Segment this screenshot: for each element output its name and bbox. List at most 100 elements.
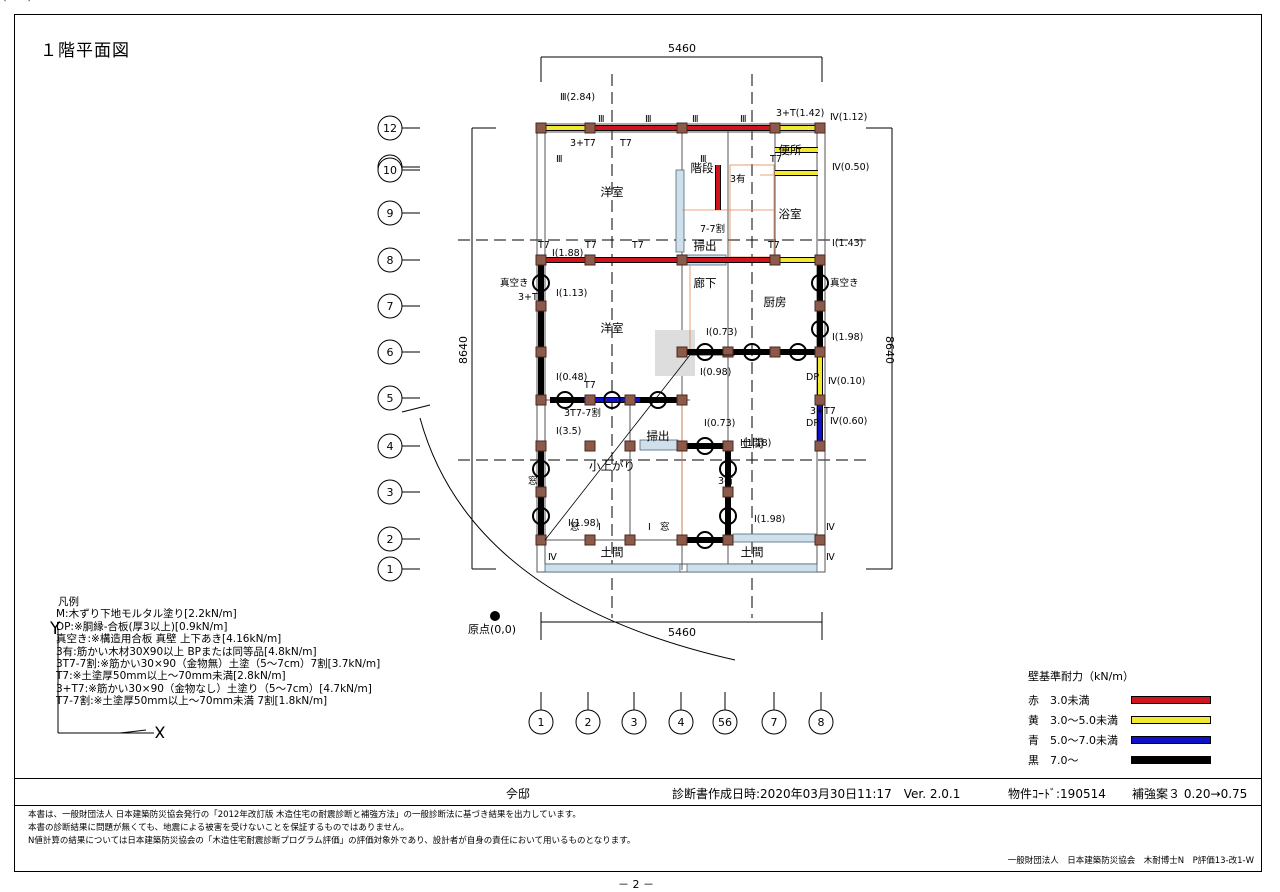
grid-row-markers: 121110987654321 bbox=[377, 115, 420, 582]
legend: 凡例 M:木ずり下地モルタル塗り[2.2kN/m]DP:※胴縁-合板(厚3以上)… bbox=[56, 596, 380, 708]
floor-plan: 5460 5460 8640 8640 121110987654321 1234… bbox=[0, 0, 896, 735]
wall-label: Ⅳ(0.60) bbox=[830, 416, 867, 427]
grid-col-marker bbox=[575, 709, 601, 735]
footer-code: 物件ｺｰﾄﾞ:190514 bbox=[1008, 787, 1106, 801]
grid-col-label: 3 bbox=[631, 716, 638, 729]
grid-col-marker bbox=[621, 709, 647, 735]
strength-legend-label: 赤 3.0未満 bbox=[1028, 694, 1090, 707]
post bbox=[676, 346, 688, 358]
strength-legend-item: 赤 3.0未満 bbox=[1028, 690, 1211, 710]
brace-marker bbox=[719, 507, 737, 525]
wall-label: 窓 bbox=[528, 475, 538, 487]
strength-legend-label: 黄 3.0～5.0未満 bbox=[1028, 714, 1118, 727]
strength-legend-swatch bbox=[1131, 716, 1211, 724]
strength-legend: 壁基準耐力（kN/m） 赤 3.0未満黄 3.0～5.0未満青 5.0～7.0未… bbox=[1028, 668, 1211, 770]
room-label: 掃出 bbox=[694, 239, 717, 253]
grid-row-label: 4 bbox=[387, 440, 394, 453]
footer-date: 診断書作成日時:2020年03月30日11:17 Ver. 2.0.1 bbox=[672, 787, 961, 801]
note-3: N値計算の結果については日本建築防災協会の「木造住宅耐震診断プログラム評価」の評… bbox=[28, 836, 636, 846]
post bbox=[769, 346, 781, 358]
strength-legend-item: 青 5.0～7.0未満 bbox=[1028, 730, 1211, 750]
wall-label: 7-7割 bbox=[700, 223, 725, 235]
wall-label: 窓 bbox=[660, 521, 670, 533]
strength-legend-label: 黒 7.0～ bbox=[1028, 754, 1079, 767]
post bbox=[535, 534, 547, 546]
post bbox=[814, 440, 826, 452]
wall-label: Ⅲ bbox=[645, 114, 652, 125]
post bbox=[535, 346, 547, 358]
grid-row-label: 2 bbox=[387, 533, 394, 546]
post bbox=[584, 254, 596, 266]
brace-marker bbox=[789, 343, 807, 361]
grid-col-label: 2 bbox=[585, 716, 592, 729]
wall-label: 真空き bbox=[500, 277, 529, 289]
axis-indicator: Y X bbox=[49, 619, 166, 738]
legend-title: 凡例 bbox=[58, 596, 79, 608]
axis-y-label: Y bbox=[49, 619, 61, 639]
post bbox=[535, 122, 547, 134]
room-label: 土間 bbox=[601, 545, 624, 559]
strength-legend-item: 黄 3.0～5.0未満 bbox=[1028, 710, 1211, 730]
origin-label: 原点(0,0) bbox=[468, 623, 516, 636]
brace-marker bbox=[532, 507, 550, 525]
wall-label: Ⅳ bbox=[826, 552, 835, 563]
brace-marker bbox=[532, 274, 550, 292]
strength-legend-label: 青 5.0～7.0未満 bbox=[1028, 734, 1118, 747]
legend-item: T7-7割:※土塗厚50mm以上～70mm未満 7割[1.8kN/m] bbox=[56, 695, 328, 708]
strength-legend-swatch bbox=[1131, 696, 1211, 704]
wall-label: Ⅳ(0.50) bbox=[832, 162, 869, 173]
post bbox=[584, 394, 596, 406]
brace-marker bbox=[811, 274, 829, 292]
wall-label: Ⅰ(1.98) bbox=[832, 332, 863, 343]
post bbox=[722, 440, 734, 452]
drawing-sheet bbox=[14, 14, 1262, 872]
footer-name: 𫝆邸 bbox=[506, 787, 531, 801]
legend-item: M:木ずり下地モルタル塗り[2.2kN/m] bbox=[56, 608, 237, 621]
post bbox=[769, 254, 781, 266]
post bbox=[722, 346, 734, 358]
post bbox=[584, 534, 596, 546]
post bbox=[584, 440, 596, 452]
dimension-lines bbox=[471, 56, 893, 640]
room-label: 洋室 bbox=[601, 185, 624, 199]
grid-row-label: 5 bbox=[387, 392, 394, 405]
footer-plan: 補強案３ 0.20→0.75 bbox=[1132, 787, 1248, 801]
wall-label: Ⅰ(1.98) bbox=[754, 514, 785, 525]
wall-label: Ⅰ(1.98) bbox=[568, 518, 599, 529]
wall-label: Ⅰ(1.88) bbox=[552, 248, 583, 259]
wall-label: Ⅰ bbox=[598, 522, 601, 533]
grid-row-label: 12 bbox=[383, 122, 397, 135]
brace-diagonals bbox=[544, 354, 735, 541]
wall-label: T7 bbox=[631, 240, 644, 251]
brace-marker bbox=[532, 460, 550, 478]
wall-label: Ⅲ(2.84) bbox=[560, 92, 595, 103]
grid-col-label: 8 bbox=[818, 716, 825, 729]
grid-col-marker bbox=[808, 709, 834, 735]
wall-label: Ⅳ(1.12) bbox=[830, 112, 867, 123]
post bbox=[535, 300, 547, 312]
footer-notes: 本書は、一般財団法人 日本建築防災協会発行の「2012年改訂版 木造住宅の耐震診… bbox=[28, 809, 635, 848]
post bbox=[676, 440, 688, 452]
post bbox=[535, 394, 547, 406]
wall-label: Ⅰ(1.18) bbox=[740, 438, 771, 449]
swing-arc bbox=[419, 417, 736, 661]
wall-label: T7 bbox=[583, 380, 596, 391]
wall-label: 3T7-7割 bbox=[564, 407, 601, 419]
posts bbox=[535, 122, 826, 546]
post bbox=[769, 122, 781, 134]
wall-label: 真空き bbox=[830, 277, 859, 289]
wall-label: Ⅲ bbox=[740, 114, 747, 125]
strength-legend-item: 黒 7.0～ bbox=[1028, 750, 1211, 770]
legend-item: 真空き:※構造用合板 真壁 上下あき[4.16kN/m] bbox=[56, 633, 282, 646]
room-label: 厨房 bbox=[764, 295, 787, 309]
wall-label: T7 bbox=[537, 240, 550, 251]
wall-label: Ⅳ(0.10) bbox=[828, 376, 865, 387]
wall-label: Ⅰ(0.98) bbox=[700, 367, 731, 378]
note-2: 本書の診断結果に問題が無くても、地震による被害を受けないことを保証するものではあ… bbox=[28, 823, 410, 833]
post bbox=[814, 534, 826, 546]
dimension-top: 5460 bbox=[668, 42, 696, 55]
grid-col-label: 56 bbox=[718, 716, 732, 729]
post bbox=[676, 122, 688, 134]
grid-row-label: 7 bbox=[387, 300, 394, 313]
